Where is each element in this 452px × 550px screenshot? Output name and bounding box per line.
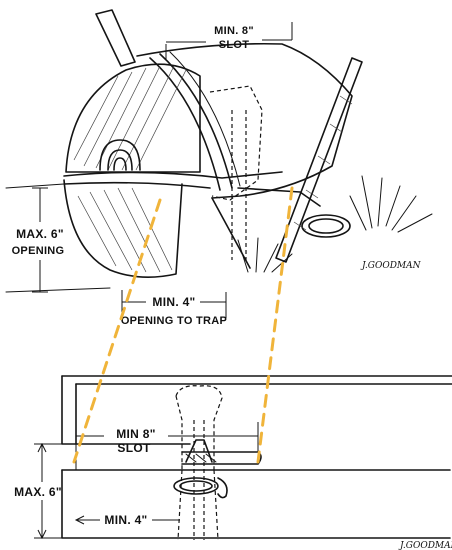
grass-tuft-right	[349, 175, 433, 233]
bucket-bottom-edge	[211, 197, 251, 269]
lid-ring-inner	[113, 157, 127, 171]
bottom-min-arrow	[74, 515, 85, 525]
opening-cut-top	[63, 171, 283, 179]
grass-tuft-left	[237, 237, 293, 273]
top-opening-label-1: MAX. 6"	[16, 227, 64, 241]
bottom-max-label: MAX. 6"	[14, 485, 62, 499]
box-trap-jaw	[185, 439, 213, 463]
bottom-max-dimension: MAX. 6"	[14, 442, 62, 540]
bucket-body	[136, 42, 353, 199]
guide-line-left	[72, 198, 162, 464]
bottom-max-ticks	[34, 443, 62, 539]
opening-cut-bottom	[63, 181, 211, 189]
guide-line-right	[256, 186, 294, 464]
box-front-lip	[61, 375, 77, 445]
opening-dim-ticks	[32, 187, 48, 293]
box-lower-board	[61, 469, 451, 539]
bottom-slot-label-2: SLOT	[117, 441, 151, 455]
top-slot-label-2: SLOT	[219, 39, 250, 51]
bottom-slot-dimension: MIN 8" SLOT	[75, 422, 259, 470]
bucket-illustration	[5, 9, 433, 293]
box-illustration	[61, 375, 452, 541]
box-trap-outline-right	[175, 385, 223, 470]
bottom-slot-label-1: MIN 8"	[116, 427, 156, 441]
box-trap-outline-left	[175, 395, 183, 470]
top-slot-label-1: MIN. 8"	[214, 25, 254, 37]
trap-arm	[237, 187, 321, 207]
lid-bottom-hatching	[77, 187, 173, 273]
box-trap-hook	[217, 477, 228, 499]
top-opening-label-2: OPENING	[12, 245, 65, 257]
front-stake	[275, 57, 363, 263]
bottom-min-dimension: MIN. 4"	[74, 513, 180, 527]
bucket-lid-top	[65, 63, 201, 173]
top-trap-label-1: MIN. 4"	[152, 295, 195, 309]
lid-hatching	[73, 65, 187, 171]
correspondence-guides	[72, 186, 294, 464]
trap-spring-coil-1	[301, 214, 351, 238]
top-signature: J.GOODMAN	[360, 261, 422, 271]
trap-spring-coil-2	[308, 218, 344, 234]
bottom-max-arrows	[37, 442, 47, 540]
lid-ring-mid	[107, 149, 133, 171]
box-trap-inner-posts	[193, 420, 205, 540]
bottom-min-label: MIN. 4"	[104, 513, 147, 527]
box-trap-legs	[177, 469, 219, 541]
bottom-signature: J.GOODMAN	[398, 541, 452, 550]
back-stake	[95, 9, 136, 67]
stake-grain	[293, 95, 353, 231]
box-trap-spring-2	[179, 480, 213, 492]
slot-dim-line	[166, 39, 292, 43]
top-trap-opening-dimension: MIN. 4" OPENING TO TRAP	[121, 290, 227, 327]
bucket-rim-band-1	[149, 57, 221, 191]
top-trap-label-2: OPENING TO TRAP	[121, 315, 227, 327]
top-slot-dimension: MIN. 8" SLOT	[165, 22, 293, 60]
lid-ring-outer	[99, 139, 141, 171]
box-trap-spring-1	[173, 477, 219, 495]
ground-line	[5, 183, 65, 189]
top-opening-dimension: MAX. 6" OPENING	[12, 187, 65, 293]
bucket-rim-band-3	[169, 51, 241, 187]
ground-line-lower	[5, 287, 111, 293]
slot-dim-ticks	[165, 22, 293, 60]
bucket-lid-bottom	[63, 179, 183, 278]
bottom-slot-ticks	[75, 422, 259, 470]
